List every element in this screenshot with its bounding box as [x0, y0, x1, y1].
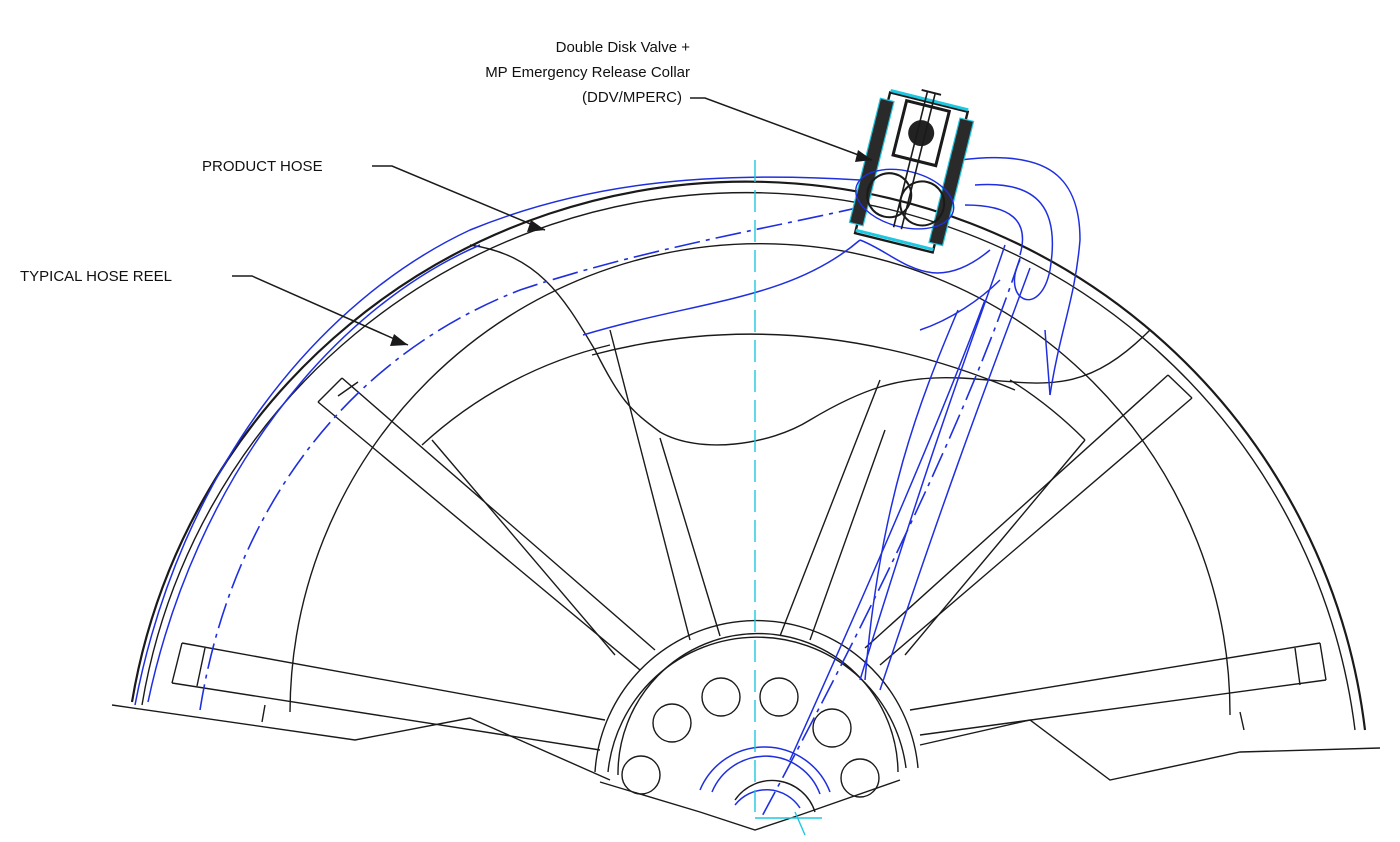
reel-outer-rim [130, 180, 1367, 731]
reel-hub [594, 619, 919, 831]
reel-segment-arc-left [421, 344, 611, 446]
centerlines [754, 160, 822, 836]
hose-inner-edge-2 [582, 239, 861, 336]
valve-label-line1: Double Disk Valve + [556, 39, 691, 56]
valve-label-line2: MP Emergency Release Collar [485, 64, 690, 81]
leader-lines [232, 97, 873, 346]
reel-spokes [171, 329, 1327, 751]
reel-outer-rim-inner [141, 191, 1356, 731]
reel-base-left [111, 704, 611, 781]
callouts: Double Disk Valve + MP Emergency Release… [20, 39, 690, 285]
product-hose [134, 156, 1081, 821]
hose-reel-label: TYPICAL HOSE REEL [20, 268, 172, 285]
hose-reel-leader [232, 275, 409, 346]
reel-groove-arc [591, 333, 1016, 391]
valve-leader [690, 97, 873, 161]
valve-label-line3: (DDV/MPERC) [582, 89, 682, 106]
hose-inner-edge [147, 244, 481, 703]
hose-outer-edge [134, 176, 861, 706]
product-hose-leader [372, 165, 546, 231]
double-disk-valve [848, 88, 975, 254]
hose-drum-outline [469, 244, 1151, 446]
product-hose-label: PRODUCT HOSE [202, 158, 323, 175]
reel-base-right [919, 719, 1381, 781]
hose-reel [111, 180, 1381, 831]
reel-segment-arc-right [1009, 379, 1086, 441]
reel-inner-rim [289, 242, 1231, 716]
hose-centerline [199, 204, 871, 711]
